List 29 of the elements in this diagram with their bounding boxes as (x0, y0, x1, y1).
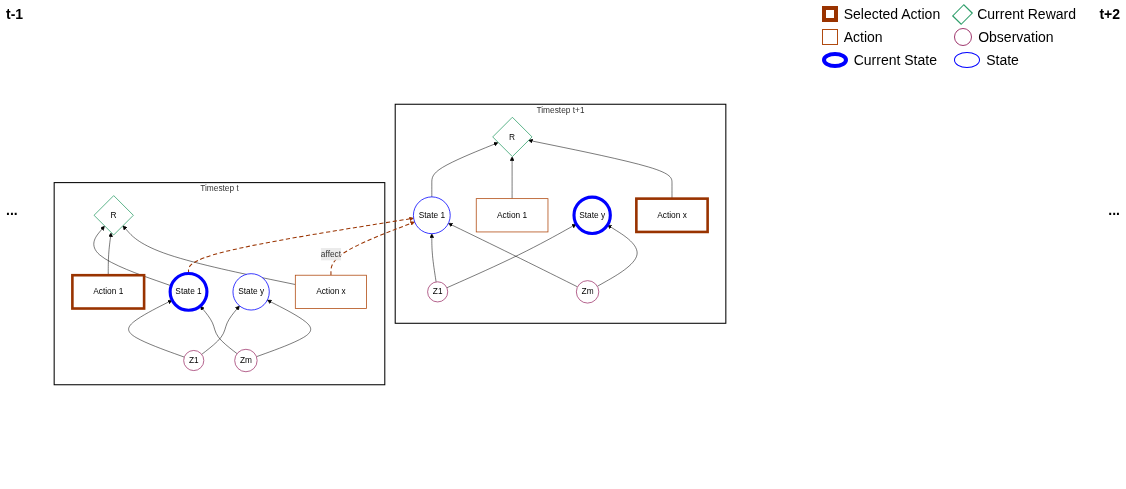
node-circle (168, 271, 209, 312)
cluster (394, 103, 727, 324)
node-box (635, 197, 709, 234)
node-box (475, 198, 549, 233)
timestep-label: t-1 (6, 6, 25, 22)
ellipsis: ... (6, 202, 19, 218)
legend-text: Current State (853, 52, 937, 68)
legend-text: Current Reward (977, 6, 1076, 22)
node-circle (576, 280, 600, 304)
cluster (53, 182, 386, 386)
legend-text: Action (843, 29, 883, 45)
node-circle (234, 348, 258, 373)
ellipsis: ... (1107, 202, 1120, 218)
timestep-label: t+2 (1098, 6, 1120, 22)
node-box (294, 274, 367, 309)
node-circle (232, 273, 270, 311)
node-circle (572, 195, 612, 235)
arrow (188, 216, 414, 274)
legend-text: Observation (978, 29, 1054, 45)
arrow (330, 221, 415, 276)
node-circle (183, 350, 205, 371)
legend-text: Selected Action (843, 6, 941, 22)
flowchart: Timestep t Timestep t+1 affect R Action 1 State 1 State y Action x Z1 Zm R State 1 Action 1 State y Action x Z1 Zm (50, 0, 730, 489)
legend-text: State (986, 52, 1019, 68)
node-circle (427, 281, 449, 303)
node-circle (413, 196, 451, 235)
node-box (71, 273, 146, 310)
node-diamond (492, 116, 533, 157)
node-diamond (93, 195, 134, 236)
